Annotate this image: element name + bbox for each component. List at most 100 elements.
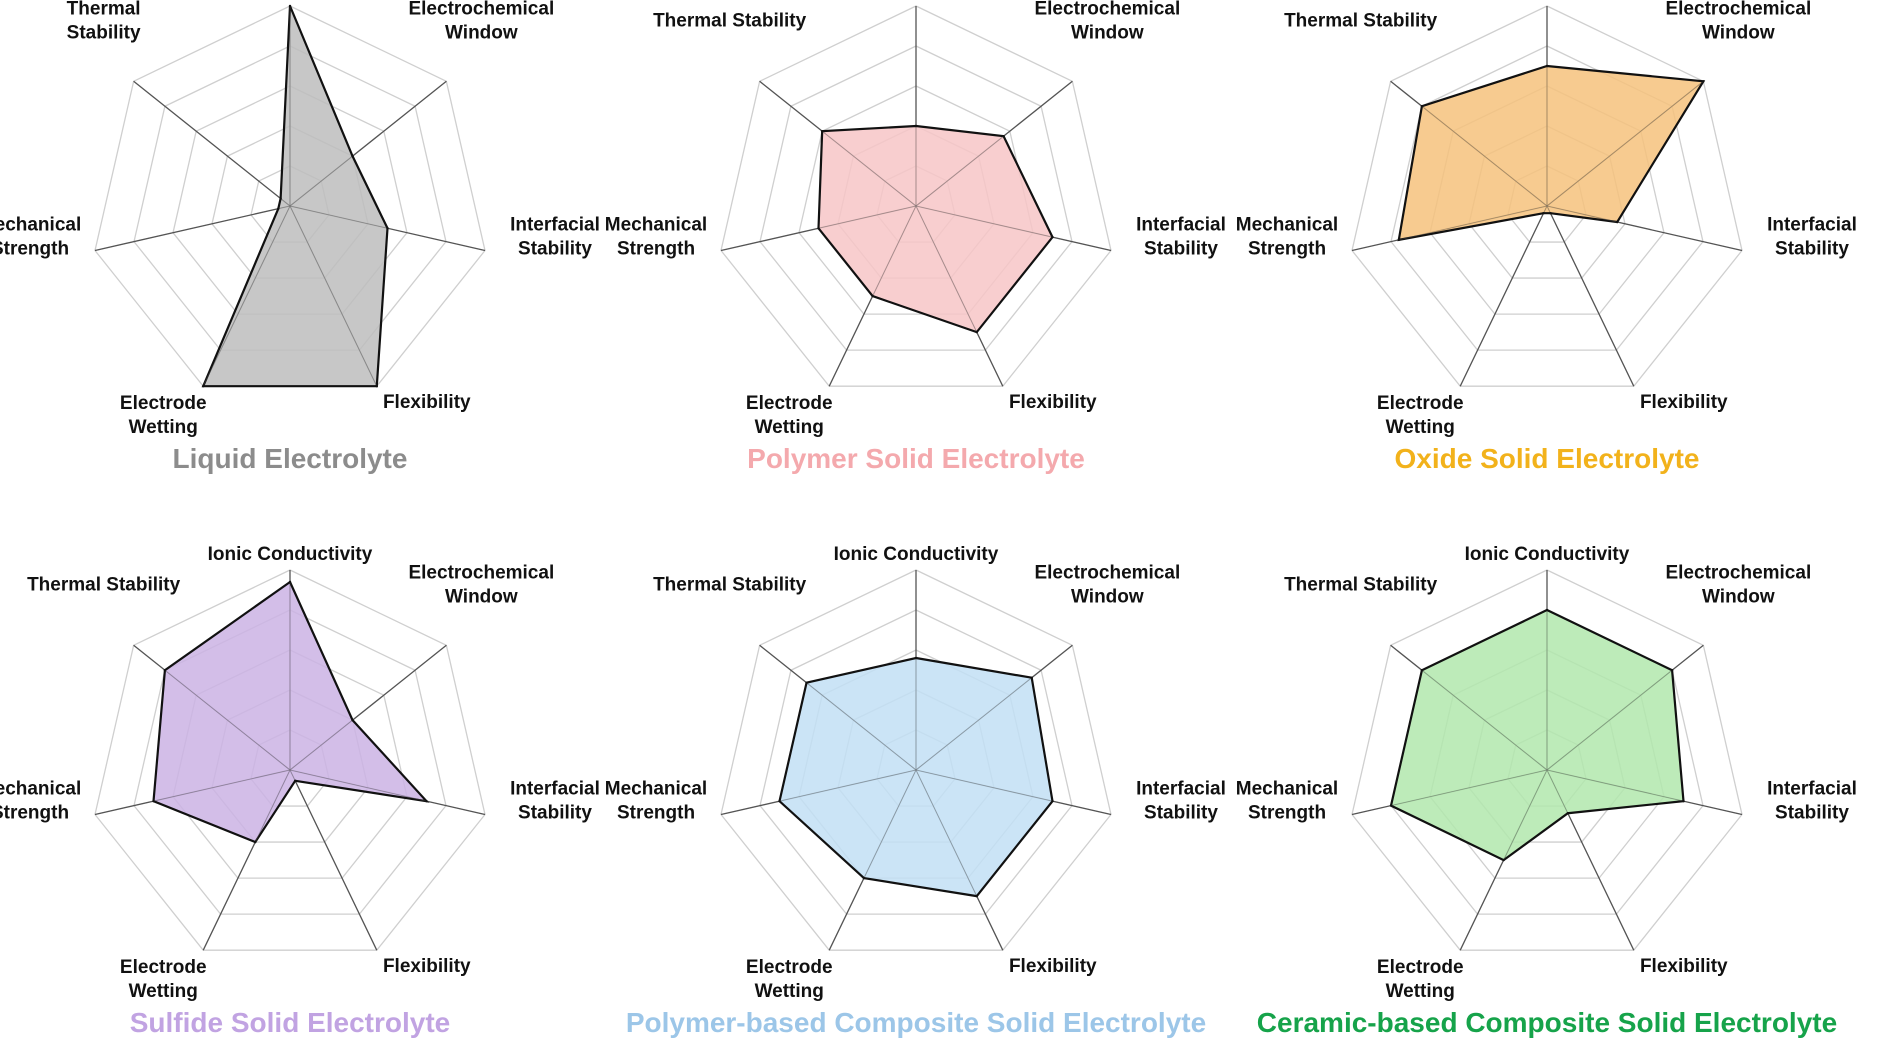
- axis-spoke-overlay: [289, 769, 486, 815]
- axis-spoke-overlay: [289, 205, 378, 387]
- axis-spoke-overlay: [759, 80, 917, 207]
- axis-spoke-overlay: [133, 644, 291, 771]
- axis-label-flexibility: Flexibility: [1009, 392, 1097, 413]
- data-point-electrode-wetting: [871, 294, 874, 298]
- axis-label-ionic-conductivity: Ionic Conductivity: [208, 0, 373, 1]
- axis-spoke-overlay: [1459, 205, 1548, 387]
- axis-label-ionic-conductivity: Ionic Conductivity: [1465, 0, 1630, 1]
- data-point-electrode-wetting: [1502, 858, 1505, 862]
- data-point-ionic-conductivity: [1545, 64, 1549, 68]
- data-point-mechanical-strength: [817, 227, 820, 230]
- series-area-oxide-solid-electrolyte: [1397, 64, 1706, 242]
- axis-spoke-overlay: [1351, 769, 1548, 815]
- data-point-ionic-conductivity: [914, 124, 918, 128]
- axis-spoke-overlay: [915, 769, 1004, 951]
- grid-ring-5: [1351, 569, 1743, 951]
- axis-label-flexibility: Flexibility: [1009, 956, 1097, 977]
- axis-spoke-overlay: [289, 80, 447, 207]
- data-point-thermal-stability: [820, 129, 824, 133]
- data-point-thermal-stability: [1420, 105, 1424, 108]
- grid-ring-4: [133, 609, 447, 915]
- axis-spoke-electrode-wetting: [1459, 205, 1548, 387]
- axis-spoke-overlay: [759, 644, 917, 771]
- data-point-electrochemical-window: [1702, 80, 1705, 83]
- series-area-ceramic-based-composite-solid-electrolyte: [1389, 608, 1685, 862]
- data-point-electrode-wetting: [254, 840, 257, 844]
- radar-panel-liquid-electrolyte: Ionic ConductivityElectrochemicalWindowI…: [0, 0, 600, 474]
- data-point-flexibility: [375, 384, 378, 388]
- axis-label-thermal-stability: Thermal Stability: [1284, 574, 1438, 595]
- axis-label-ionic-conductivity: Ionic Conductivity: [208, 544, 373, 565]
- grid-ring-5: [94, 569, 486, 951]
- axis-spoke-overlay: [915, 80, 1073, 207]
- chart-title-ceramic-based-composite-solid-electrolyte: Ceramic-based Composite Solid Electrolyt…: [1257, 1007, 1837, 1038]
- grid-ring-5: [1351, 5, 1743, 387]
- grid-ring-3: [798, 85, 1034, 315]
- axis-label-flexibility: Flexibility: [383, 392, 471, 413]
- data-point-ionic-conductivity: [288, 4, 292, 8]
- data-point-electrode-wetting: [202, 384, 205, 388]
- grid-ring-4: [1390, 45, 1704, 351]
- axis-spoke-overlay: [94, 769, 291, 815]
- axis-spoke-overlay: [915, 769, 1112, 815]
- axis-spoke-overlay: [1390, 644, 1548, 771]
- axis-spoke-overlay: [202, 769, 291, 951]
- data-point-flexibility: [1566, 812, 1570, 815]
- axis-spoke-overlay: [1546, 769, 1743, 815]
- axis-label-thermal-stability: Thermal Stability: [653, 10, 807, 31]
- axis-spoke-overlay: [289, 769, 378, 951]
- chart-title-polymer-based-composite-solid-electrolyte: Polymer-based Composite Solid Electrolyt…: [626, 1007, 1206, 1038]
- data-point-flexibility: [975, 330, 978, 334]
- grid-ring-4: [759, 45, 1073, 351]
- chart-title-oxide-solid-electrolyte: Oxide Solid Electrolyte: [1395, 443, 1700, 474]
- axis-spoke-overlay: [94, 205, 291, 251]
- axis-label-flexibility: Flexibility: [383, 956, 471, 977]
- axis-label-ionic-conductivity: Ionic Conductivity: [1465, 544, 1630, 565]
- axis-spoke-overlay: [1546, 644, 1704, 771]
- series-area-sulfide-solid-electrolyte: [152, 580, 430, 844]
- data-point-mechanical-strength: [778, 799, 781, 803]
- data-point-ionic-conductivity: [914, 656, 918, 660]
- data-point-thermal-stability: [1420, 669, 1424, 672]
- data-point-interfacial-stability: [386, 227, 389, 230]
- axis-spoke-overlay: [1546, 205, 1743, 251]
- axis-spoke-overlay: [1351, 205, 1548, 251]
- data-point-ionic-conductivity: [288, 580, 292, 584]
- axis-label-ionic-conductivity: Ionic Conductivity: [834, 0, 999, 1]
- data-point-thermal-stability: [279, 197, 282, 200]
- data-point-electrochemical-window: [1670, 669, 1674, 672]
- axis-spoke-overlay: [828, 769, 917, 951]
- axis-label-thermal-stability: Thermal Stability: [27, 574, 181, 595]
- series-area-liquid-electrolyte: [201, 5, 389, 388]
- radar-panel-polymer-solid-electrolyte: Ionic Conductivity ElectrochemicalWindowI…: [605, 0, 1226, 474]
- axis-spoke-thermal-stability: [133, 80, 291, 207]
- chart-title-liquid-electrolyte: Liquid Electrolyte: [173, 443, 408, 474]
- data-point-mechanical-strength: [1397, 238, 1401, 242]
- data-point-flexibility: [975, 894, 978, 898]
- axis-spoke-overlay: [202, 205, 291, 387]
- axis-spoke-overlay: [915, 205, 1004, 387]
- axis-label-flexibility: Flexibility: [1640, 956, 1728, 977]
- axis-label-flexibility: Flexibility: [1640, 392, 1728, 413]
